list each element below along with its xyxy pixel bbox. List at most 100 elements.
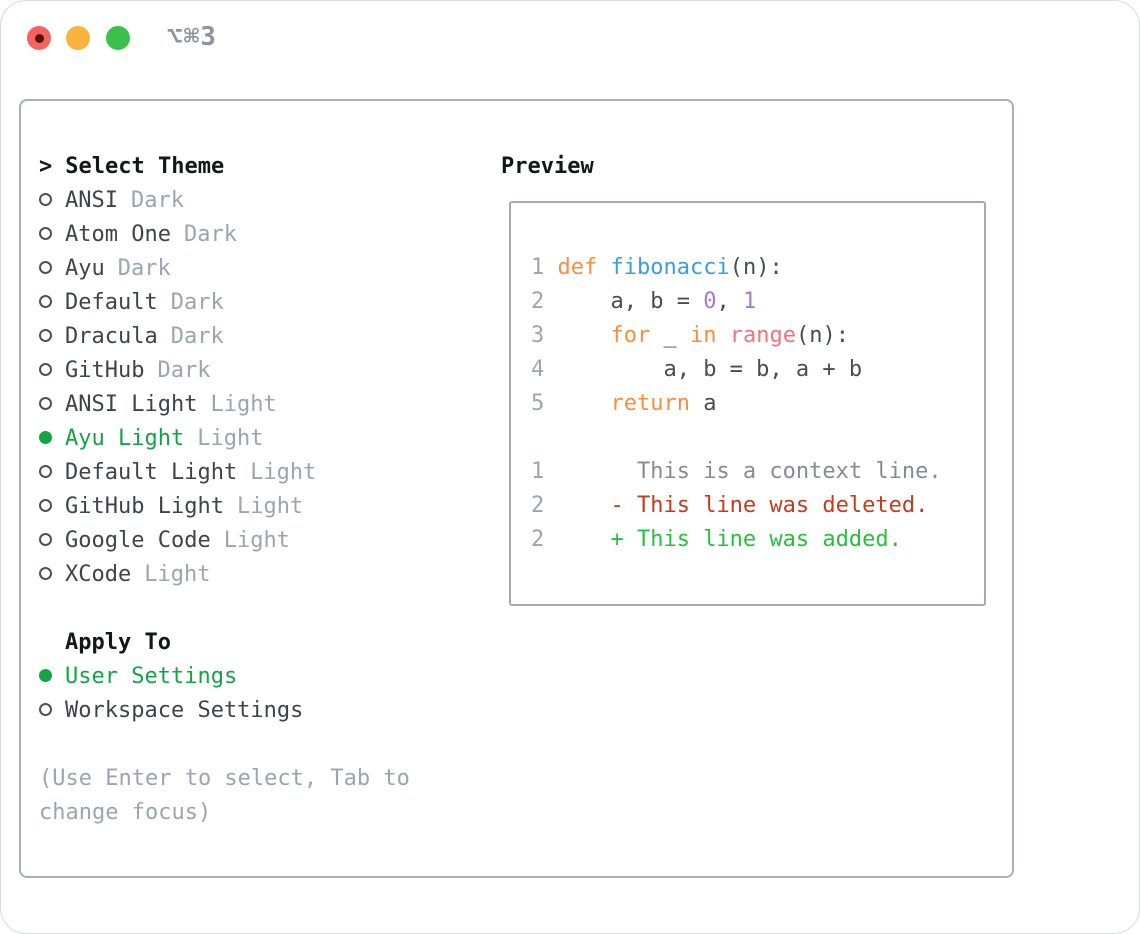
theme-option-xcode[interactable]: XCode Light (39, 558, 501, 592)
theme-variant: Dark (117, 256, 171, 281)
code-line: 1 def fibonacci(n): (531, 251, 984, 285)
theme-name: ANSI (65, 188, 118, 213)
theme-variant: Dark (183, 222, 237, 247)
code-token (597, 255, 610, 280)
code-token: def (557, 255, 598, 280)
code-token: return (610, 391, 690, 416)
titlebar: ⌥⌘3 (1, 1, 1139, 77)
theme-variant: Light (236, 494, 304, 519)
radio-icon[interactable] (39, 567, 52, 580)
theme-name: Default Light (65, 460, 238, 485)
theme-variant: Light (197, 426, 264, 451)
code-token: for (610, 323, 651, 348)
apply-option-workspace-settings[interactable]: Workspace Settings (39, 694, 501, 728)
line-number: 2 (531, 289, 545, 314)
select-theme-header: > Select Theme (39, 150, 501, 184)
theme-variant: Light (223, 528, 290, 553)
theme-variant: Light (210, 392, 277, 417)
theme-option-default[interactable]: Default Dark (39, 286, 501, 320)
code-token (558, 323, 611, 348)
radio-icon[interactable] (39, 703, 52, 716)
code-token: , (716, 289, 743, 314)
radio-icon[interactable] (39, 193, 52, 206)
code-token: (n): (729, 255, 783, 280)
select-theme-title: Select Theme (65, 154, 225, 179)
theme-option-ayu[interactable]: Ayu Dark (39, 252, 501, 286)
minimize-button[interactable] (66, 26, 90, 50)
close-button[interactable] (27, 26, 51, 50)
radio-icon[interactable] (39, 261, 52, 274)
line-number: 2 (531, 527, 545, 552)
theme-name: Atom One (65, 222, 171, 247)
radio-icon[interactable] (39, 227, 52, 240)
theme-option-ansi-light[interactable]: ANSI Light Light (39, 388, 501, 422)
theme-option-github-light[interactable]: GitHub Light Light (39, 490, 501, 524)
theme-option-default-light[interactable]: Default Light Light (39, 456, 501, 490)
theme-variant: Dark (170, 324, 224, 349)
radio-icon[interactable] (39, 329, 52, 342)
theme-name: Dracula (65, 324, 158, 349)
preview-title: Preview (501, 154, 594, 179)
apply-to-header: Apply To (39, 626, 501, 660)
radio-icon[interactable] (39, 499, 52, 512)
zoom-button[interactable] (106, 26, 130, 50)
theme-name: Ayu Light (65, 426, 185, 451)
radio-icon[interactable] (39, 295, 52, 308)
apply-option-label: Workspace Settings (65, 698, 304, 723)
code-token (558, 391, 611, 416)
theme-variant: Dark (170, 290, 224, 315)
theme-option-atom-one[interactable]: Atom One Dark (39, 218, 501, 252)
code-token: (n): (795, 323, 849, 348)
code-line: 2 a, b = 0, 1 (531, 285, 984, 319)
code-token: _ (650, 323, 690, 348)
theme-variant: Dark (130, 188, 184, 213)
theme-name: XCode (65, 562, 132, 587)
line-number: 5 (531, 391, 545, 416)
help-text-line-1: (Use Enter to select, Tab to (39, 766, 410, 791)
code-token: fibonacci (610, 255, 730, 280)
radio-selected-icon[interactable] (39, 669, 52, 682)
theme-option-dracula[interactable]: Dracula Dark (39, 320, 501, 354)
code-line: 4 a, b = b, a + b (531, 353, 984, 387)
code-token (716, 323, 729, 348)
apply-option-user-settings[interactable]: User Settings (39, 660, 501, 694)
theme-variant: Light (250, 460, 317, 485)
radio-icon[interactable] (39, 397, 52, 410)
radio-icon[interactable] (39, 465, 52, 478)
window-shortcut-label: ⌥⌘3 (167, 22, 217, 52)
theme-name: Ayu (65, 256, 105, 281)
apply-to-title: Apply To (65, 630, 171, 655)
theme-name: GitHub (65, 358, 145, 383)
help-text-line-2: change focus) (39, 800, 212, 825)
line-number: 1 (531, 255, 545, 280)
theme-name: GitHub Light (65, 494, 224, 519)
code-token: in (689, 323, 717, 348)
code-line: 2 - This line was deleted. (531, 489, 984, 523)
theme-option-ayu-light[interactable]: Ayu Light Light (39, 422, 501, 456)
code-token: This is a context line. (557, 459, 942, 484)
radio-icon[interactable] (39, 363, 52, 376)
radio-selected-icon[interactable] (39, 431, 52, 444)
theme-name: ANSI Light (65, 392, 198, 417)
spacer-row (39, 592, 501, 626)
theme-variant: Light (144, 562, 211, 587)
focus-marker: > (39, 154, 53, 179)
code-token: a (689, 391, 717, 416)
radio-icon[interactable] (39, 533, 52, 546)
line-number: 3 (531, 323, 545, 348)
apply-option-label: User Settings (65, 664, 238, 689)
theme-name: Default (65, 290, 158, 315)
code-token: range (729, 323, 796, 348)
code-line: 2 + This line was added. (531, 523, 984, 557)
spacer-row (39, 728, 501, 762)
code-token: 0 (703, 289, 717, 314)
theme-option-ansi[interactable]: ANSI Dark (39, 184, 501, 218)
code-line: 1 This is a context line. (531, 455, 984, 489)
